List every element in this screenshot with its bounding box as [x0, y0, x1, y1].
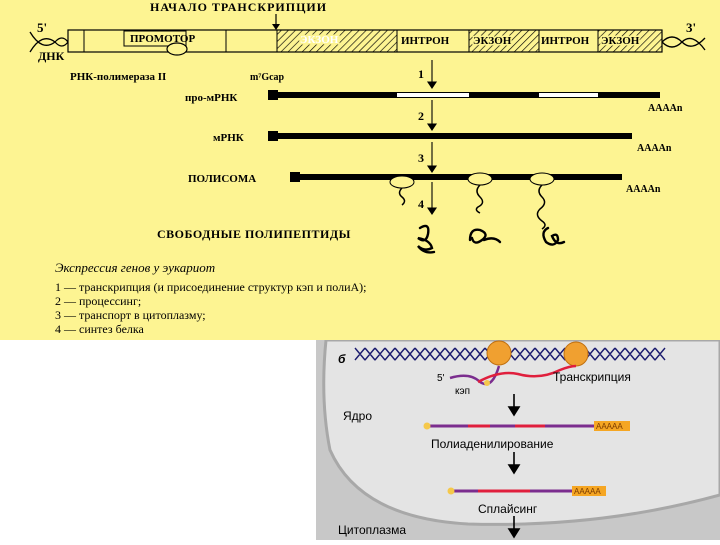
transcription-start-label: НАЧАЛО ТРАНСКРИПЦИИ — [150, 0, 327, 14]
bottom-5prime-label: 5' — [437, 373, 445, 384]
cell-processing-panel: б 5' кэп Транскрипция Ядро AAAAA Полиаде… — [0, 340, 720, 540]
polymerase-2 — [564, 342, 588, 366]
expression-diagram: НАЧАЛО ТРАНСКРИПЦИИ 5' 3' ДНК ПРОМОТОР — [0, 0, 720, 343]
caption-title: Экспрессия генов у эукариот — [55, 260, 215, 275]
nucleus-label: Ядро — [343, 409, 372, 423]
dna-helix-right — [662, 37, 705, 50]
eukaryotic-gene-expression-panel: НАЧАЛО ТРАНСКРИПЦИИ 5' 3' ДНК ПРОМОТОР — [0, 0, 720, 343]
gene-segment-exon-2: ЭКЗОН — [473, 35, 512, 47]
step-3-label: 3 — [418, 151, 424, 165]
polymerase-1 — [487, 341, 511, 365]
free-polypeptides — [418, 226, 564, 252]
free-polypeptides-label: СВОБОДНЫЕ ПОЛИПЕПТИДЫ — [157, 227, 351, 241]
gene-segment-exon-1: ЭКЗОН — [300, 34, 339, 46]
transcription-label: Транскрипция — [553, 370, 631, 384]
step-4-label: 4 — [418, 197, 424, 211]
caption-line-2: 2 — процессинг; — [55, 294, 141, 308]
mrna-bar — [268, 131, 632, 141]
pre-mrna-polya-label: AAAAn — [648, 103, 683, 114]
panel-letter: б — [338, 352, 346, 366]
step-2-label: 2 — [418, 109, 424, 123]
caption-line-4: 4 — синтез белка — [55, 322, 145, 336]
dna-label: ДНК — [38, 49, 65, 63]
mrna-label: мРНК — [213, 132, 244, 144]
cell-diagram: б 5' кэп Транскрипция Ядро AAAAA Полиаде… — [0, 340, 720, 540]
bottom-cap-label: кэп — [455, 386, 470, 397]
caption-line-1: 1 — транскрипция (и присоединение структ… — [55, 280, 367, 294]
splicing-label: Сплайсинг — [478, 502, 538, 516]
cap-dot — [484, 380, 490, 386]
gene-segment-intron-1: ИНТРОН — [401, 35, 450, 47]
polysome-polya-label: AAAAn — [626, 184, 661, 195]
gene-map: ПРОМОТОР ЭКЗОН ИНТРОН ЭКЗОН ИНТРОН ЭКЗОН — [68, 30, 662, 55]
pre-mrna-label: про-мРНК — [185, 92, 237, 104]
rna-polymerase-label: РНК-полимераза II — [70, 71, 166, 83]
cytoplasm-label: Цитоплазма — [338, 523, 406, 537]
mrna-polya-label: AAAAn — [637, 143, 672, 154]
polysome-label: ПОЛИСОМА — [188, 173, 256, 185]
step-1-label: 1 — [418, 67, 424, 81]
dna-3prime-label: 3' — [686, 20, 696, 35]
polysome-bar — [290, 172, 622, 229]
caption-line-3: 3 — транспорт в цитоплазму; — [55, 308, 206, 322]
gene-segment-exon-3: ЭКЗОН — [601, 35, 640, 47]
splicing-polya-label: AAAAA — [574, 487, 601, 496]
polyadenylation-polya-label: AAAAA — [596, 422, 623, 431]
gene-segment-promoter: ПРОМОТОР — [130, 33, 195, 45]
nucleus-shape — [324, 340, 720, 524]
pre-mrna-bar — [268, 90, 660, 100]
dna-5prime-label: 5' — [37, 20, 47, 35]
gene-segment-intron-2: ИНТРОН — [541, 35, 590, 47]
cap-label: m⁷Gcap — [250, 72, 285, 83]
polyadenylation-label: Полиаденилирование — [431, 437, 554, 451]
